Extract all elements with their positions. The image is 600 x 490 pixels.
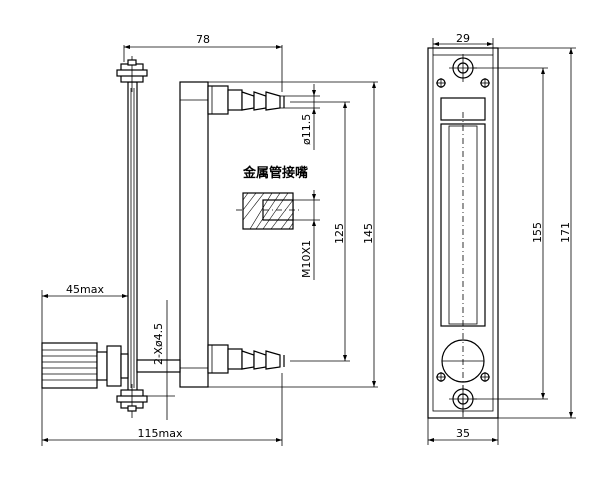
dim-45max: [41, 290, 129, 343]
dim-29: [432, 38, 494, 55]
dim-35: [427, 418, 499, 445]
bottom-bolt: [116, 384, 148, 418]
dim-145-label: 145: [362, 223, 375, 244]
dim-155: [473, 67, 548, 400]
metal-connector-detail: [236, 192, 300, 230]
dim-115max: [41, 373, 283, 446]
top-connector: [207, 85, 285, 115]
metal-connector-label: 金属管接嘴: [242, 165, 308, 181]
bottom-valve: [441, 339, 485, 383]
top-mount-hole: [449, 54, 477, 82]
side-view: 78 ø11.5 金属管接嘴 M10X1 125: [41, 33, 378, 446]
adjustment-knob: [41, 342, 181, 389]
dim-35-label: 35: [456, 427, 470, 440]
dim-holes-label: 2-Xø4.5: [152, 323, 165, 365]
bottom-mount-hole: [449, 385, 477, 413]
dim-171-label: 171: [559, 222, 572, 243]
dim-78-label: 78: [196, 33, 210, 46]
dim-holes: [140, 300, 175, 420]
dim-pipe-diameter: [284, 84, 320, 150]
dim-45max-label: 45max: [66, 283, 104, 296]
bottom-connector: [207, 344, 285, 374]
front-view: 29 155 171 35: [427, 32, 576, 445]
dim-125-label: 125: [333, 223, 346, 244]
dim-125: [290, 101, 350, 362]
dim-29-label: 29: [456, 32, 470, 45]
flowmeter-body: [179, 81, 209, 388]
dim-155-label: 155: [531, 222, 544, 243]
dim-115max-label: 115max: [138, 427, 183, 440]
dim-145: [208, 81, 378, 388]
top-cap: [440, 97, 486, 121]
dim-pipe-diameter-label: ø11.5: [300, 114, 313, 145]
dim-78: [123, 45, 283, 92]
glass-tube: [440, 112, 486, 420]
top-bolt: [116, 56, 148, 92]
dim-171: [498, 47, 576, 419]
front-panel: [427, 47, 499, 419]
dim-thread-label: M10X1: [300, 240, 313, 278]
mounting-plate: [127, 81, 138, 393]
top-screws: [436, 78, 490, 88]
dim-thread: [293, 190, 320, 280]
bottom-screws: [436, 372, 490, 382]
